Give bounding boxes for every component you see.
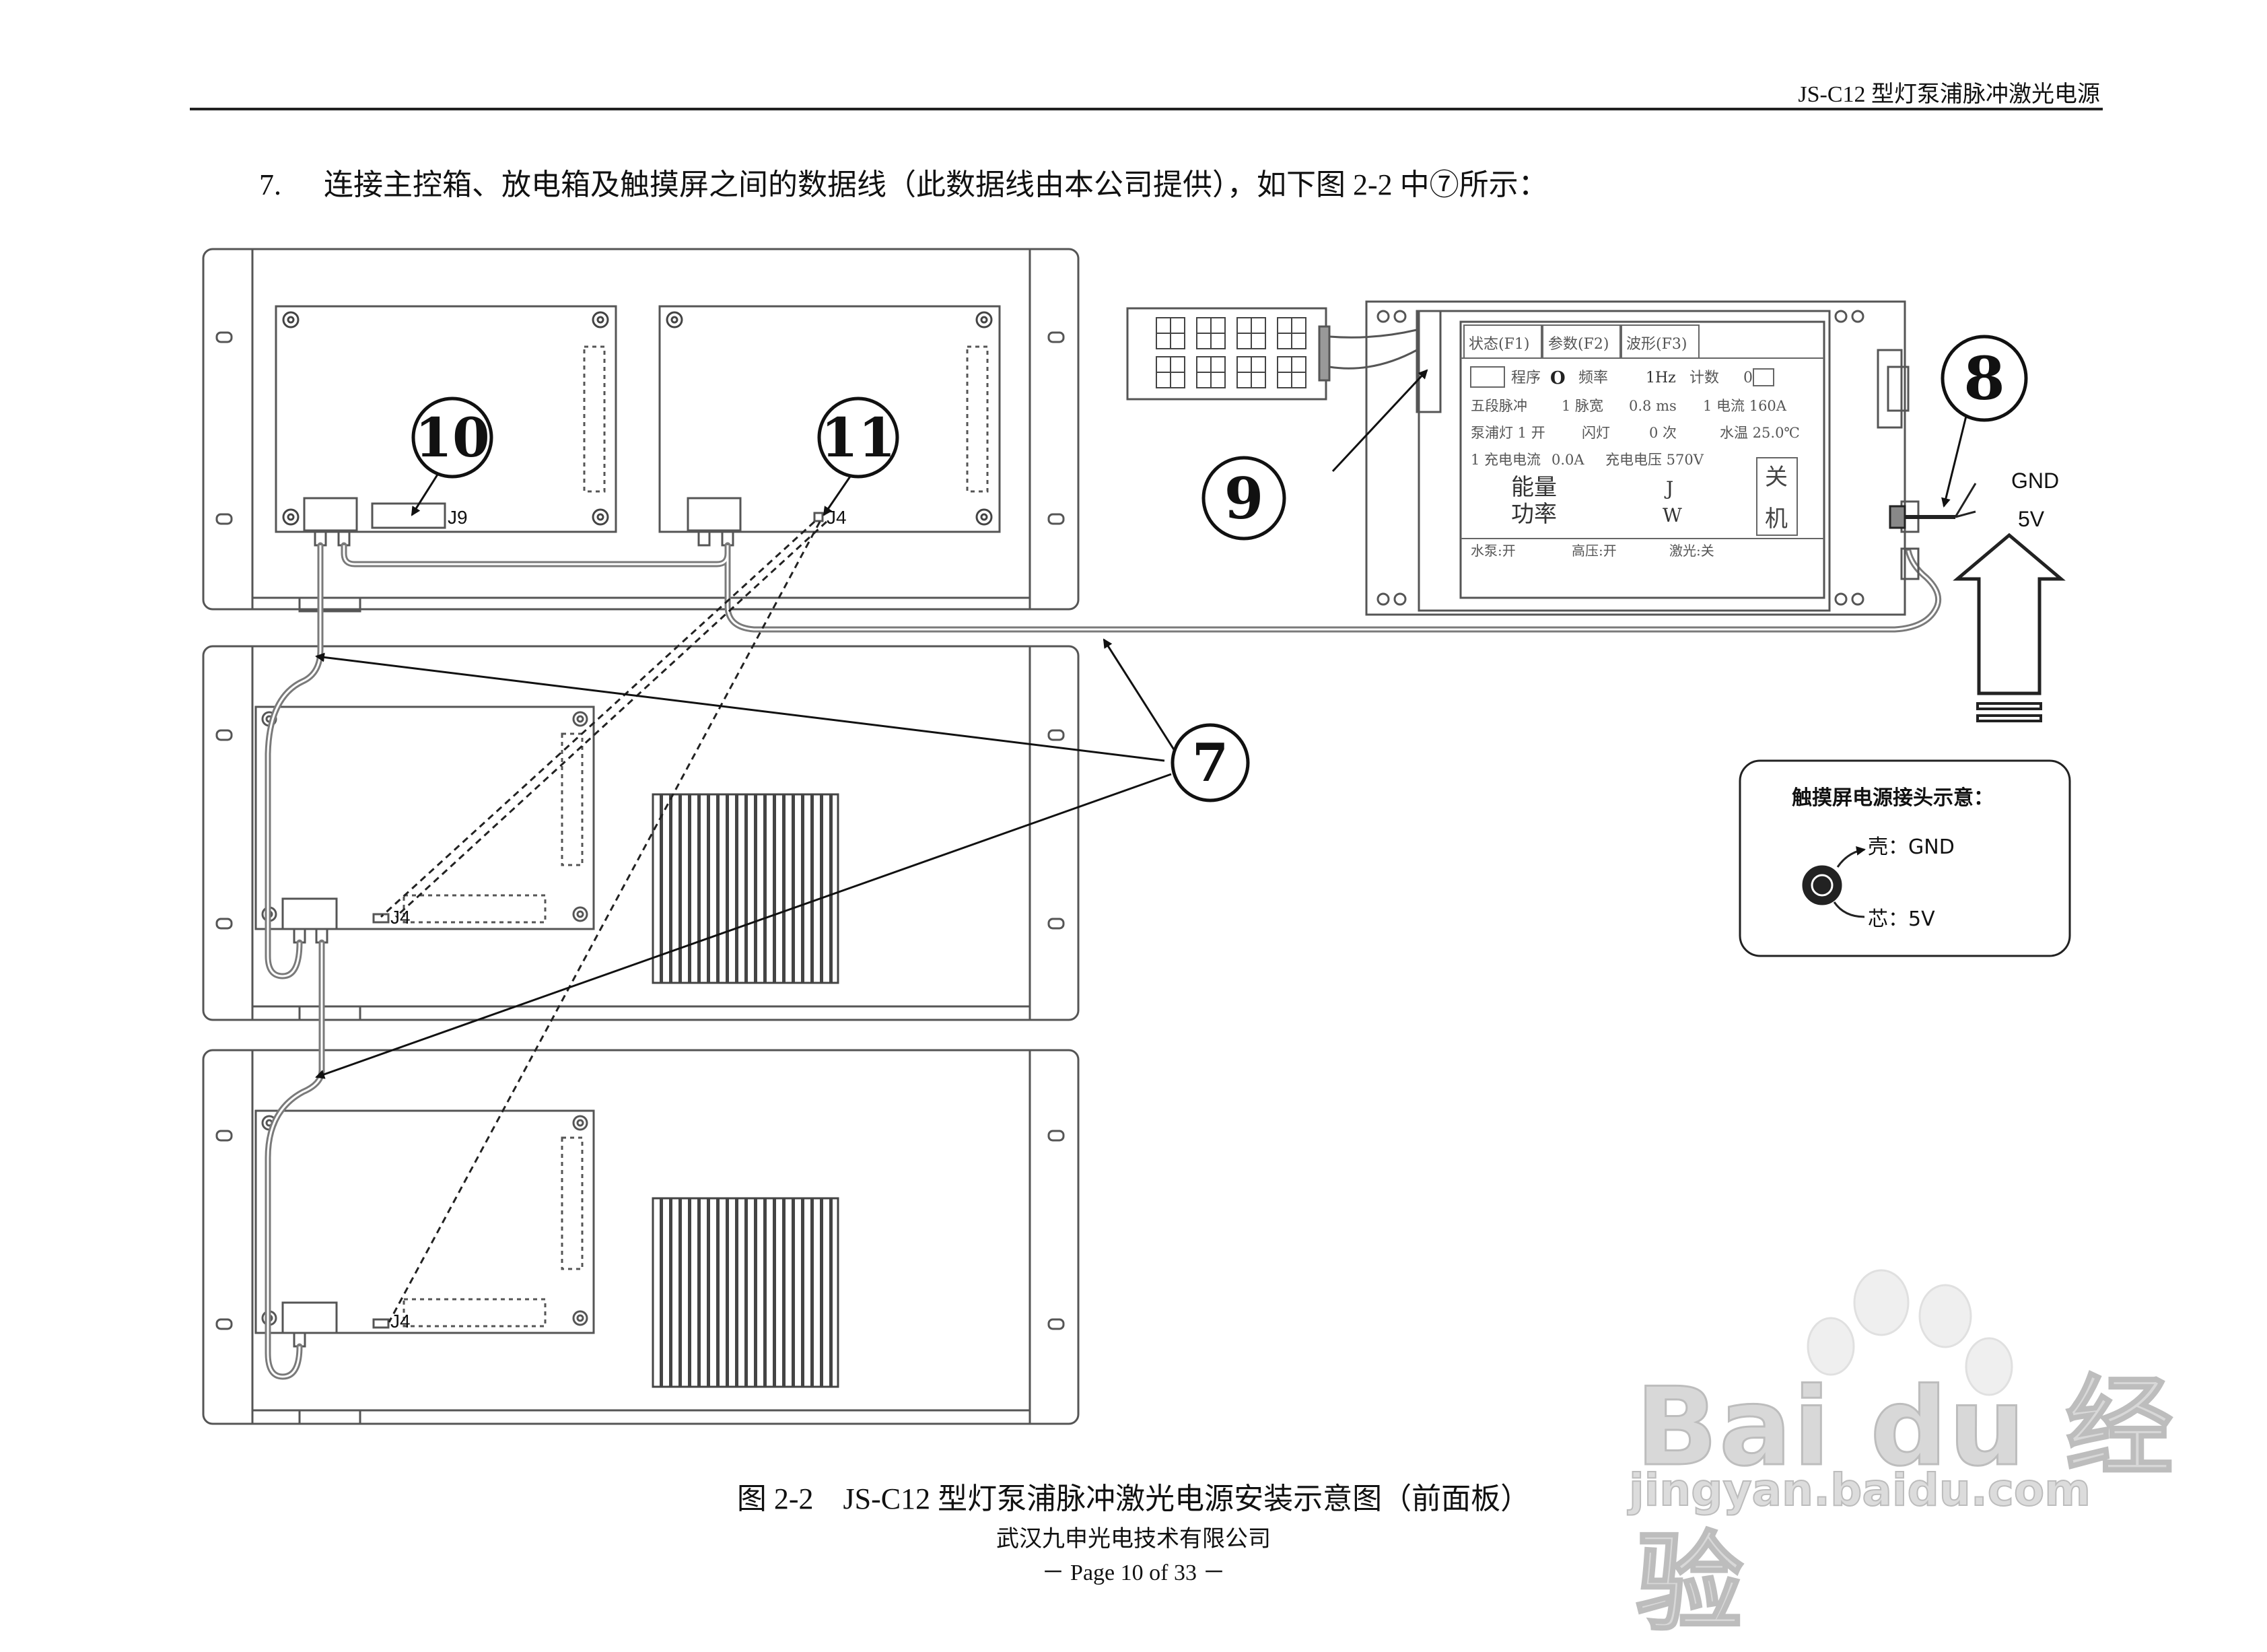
- page-number: － Page 10 of 33 －: [1041, 1560, 1226, 1585]
- power-input: [1889, 483, 2066, 722]
- screen-prog-label: 程序: [1511, 370, 1541, 386]
- screen-status-pump: 水泵:开: [1471, 543, 1516, 559]
- screen-ui: [1461, 324, 1824, 539]
- callout-circles: [411, 335, 2028, 802]
- figure-caption: 图 2-2 JS-C12 型灯泵浦脉冲激光电源安装示意图（前面板）: [736, 1482, 1531, 1515]
- paragraph-number: 7.: [259, 168, 281, 201]
- screen-status-hv: 高压:开: [1572, 543, 1617, 559]
- screen-freq-value: 1Hz: [1646, 370, 1676, 386]
- keypad-keys: [1156, 317, 1306, 388]
- screen-row3-c: 0 次: [1649, 425, 1677, 441]
- power-note-title: 触摸屏电源接头示意：: [1792, 786, 1994, 810]
- touch-screen-module: [1126, 300, 1920, 616]
- screen-tab-wave: 波形(F3): [1626, 336, 1687, 353]
- screen-row3-d: 水温 25.0℃: [1720, 425, 1800, 441]
- j4-label-discharge-2: J4: [390, 1311, 411, 1332]
- screen-freq-label: 频率: [1578, 370, 1608, 386]
- screen-prog-value: O: [1550, 368, 1566, 388]
- 5v-label: 5V: [2018, 507, 2045, 531]
- screen-row4-c: 充电电压 570V: [1605, 452, 1704, 468]
- discharge-box-2: [202, 1049, 1080, 1425]
- screen-energy-label: 能量: [1511, 474, 1557, 501]
- marker-11: 11: [821, 406, 895, 469]
- screw-holes: [282, 311, 993, 526]
- screen-row2-d: 1 电流 160A: [1703, 398, 1787, 414]
- screen-count-label: 计数: [1689, 370, 1719, 386]
- installation-diagram: 状态(F1) 参数(F2) 波形(F3) 程序 O 频率 1Hz 计数 0 五段…: [202, 248, 2071, 1425]
- gnd-label: GND: [2011, 469, 2059, 493]
- baidu-paw-watermark: [1807, 1269, 2013, 1396]
- screen-power-label: 功率: [1511, 501, 1557, 528]
- instruction-paragraph: 7. 连接主控箱、放电箱及触摸屏之间的数据线（此数据线由本公司提供），如下图 2-…: [259, 160, 1548, 203]
- main-control-box: [202, 248, 1080, 613]
- leader-arrows: [315, 369, 1970, 1079]
- screen-power-unit: W: [1663, 504, 1682, 526]
- screen-row4-b: 0.0A: [1551, 452, 1584, 468]
- screen-count-value: 0: [1743, 370, 1753, 386]
- running-header: JS-C12 型灯泵浦脉冲激光电源: [1798, 82, 2100, 107]
- screen-row2-c: 0.8 ms: [1629, 398, 1677, 414]
- data-cables: [265, 542, 1942, 1380]
- screen-row2-a: 五段脉冲: [1471, 398, 1527, 414]
- j4-label-control: J4: [827, 507, 847, 528]
- marker-9: 9: [1224, 465, 1263, 532]
- j4-links: [380, 520, 828, 1323]
- screen-status-laser: 激光:关: [1669, 543, 1714, 559]
- marker-8: 8: [1963, 343, 2004, 413]
- discharge-box-1: [202, 645, 1080, 1021]
- screen-energy-unit: J: [1664, 477, 1673, 500]
- screen-shutdown-1: 关: [1765, 464, 1788, 491]
- power-note-shell: 壳：GND: [1868, 835, 1955, 859]
- screen-row3-a: 泵浦灯 1 开: [1471, 425, 1545, 441]
- j4-label-discharge-1: J4: [390, 907, 411, 928]
- marker-7: 7: [1192, 732, 1228, 794]
- screen-tab-params: 参数(F2): [1548, 336, 1609, 353]
- power-note-core: 芯：5V: [1868, 907, 1935, 931]
- marker-10: 10: [415, 406, 489, 469]
- header-rule: [190, 108, 2103, 110]
- j9-label: J9: [448, 507, 468, 528]
- screen-shutdown-2: 机: [1765, 506, 1788, 532]
- paragraph-text: 连接主控箱、放电箱及触摸屏之间的数据线（此数据线由本公司提供），如下图 2-2 …: [324, 168, 1548, 201]
- screen-row2-b: 1 脉宽: [1562, 398, 1603, 414]
- watermark-url: jingyan.baidu.com: [1628, 1464, 2091, 1517]
- screen-tab-status: 状态(F1): [1469, 336, 1529, 353]
- screen-row4-a: 1 充电电流: [1471, 452, 1541, 468]
- company-name: 武汉九申光电技术有限公司: [996, 1527, 1271, 1552]
- screen-row3-b: 闪灯: [1582, 425, 1610, 441]
- power-note-box: [1739, 759, 2071, 957]
